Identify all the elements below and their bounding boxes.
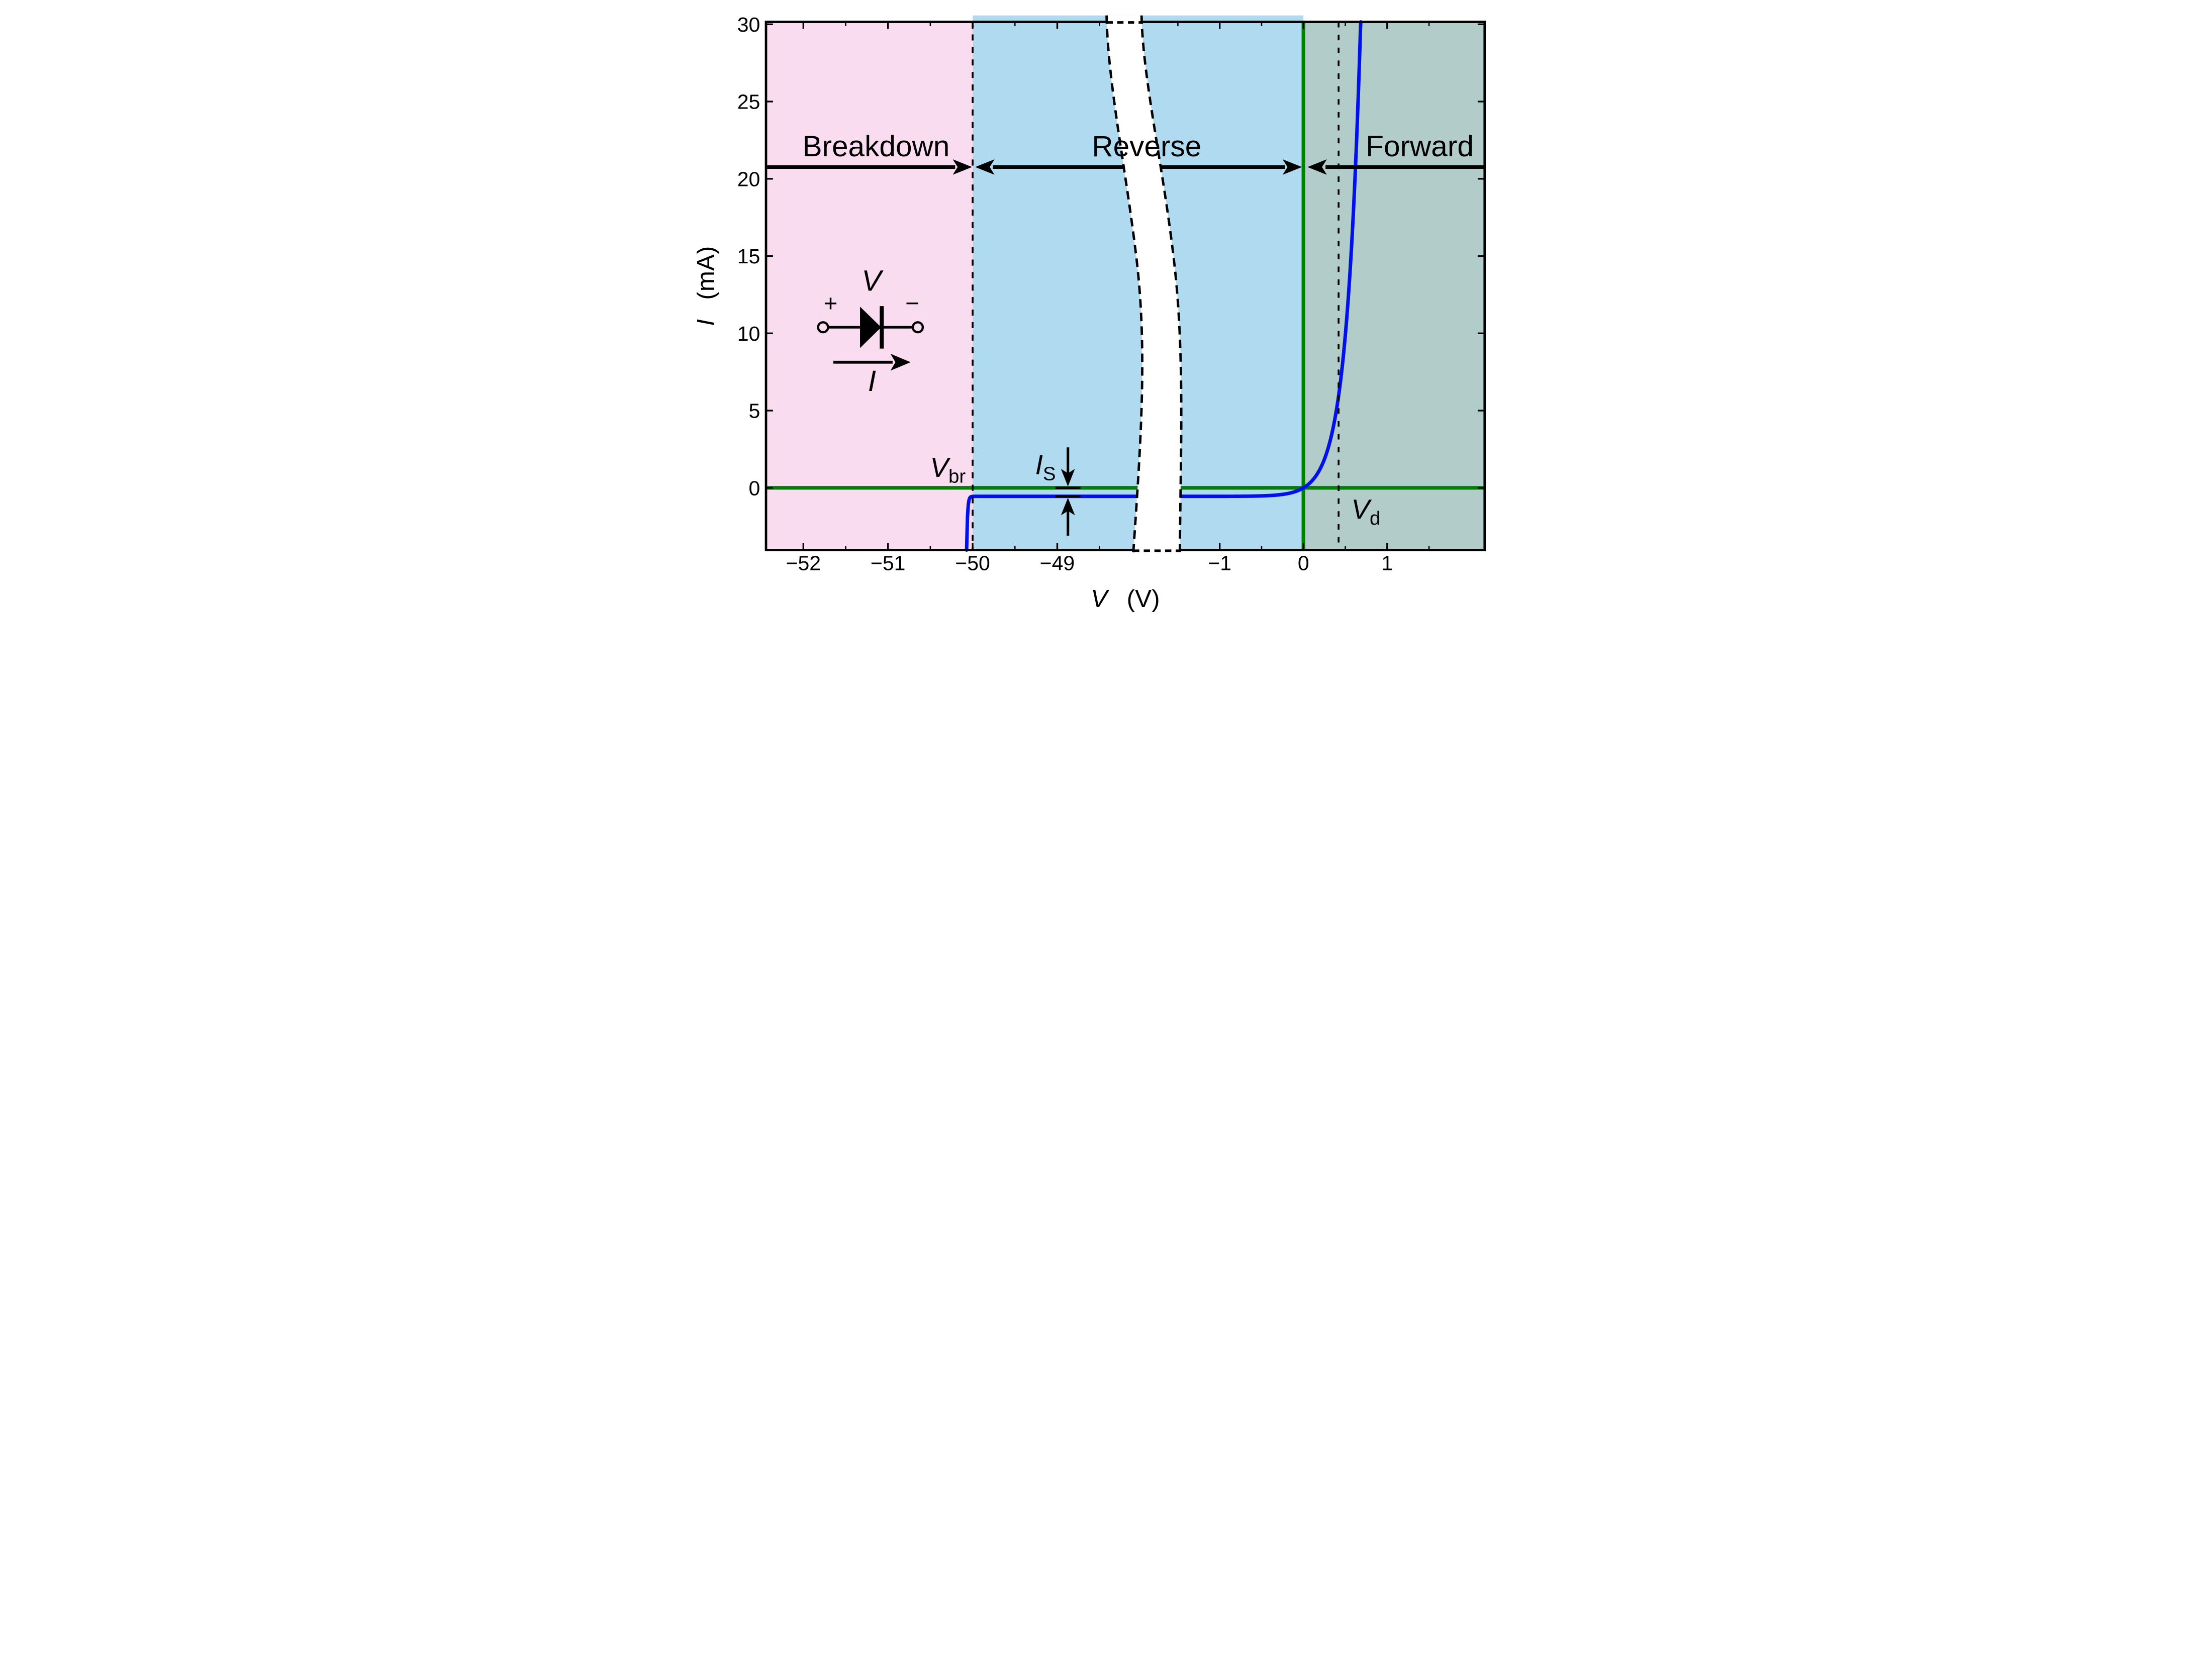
axis-break-band: [1105, 15, 1183, 556]
region-label-forward: Forward: [1366, 130, 1474, 163]
y-tick-label: 20: [737, 167, 760, 190]
y-tick-label: 30: [737, 13, 760, 36]
i-s-label: IS: [1035, 449, 1056, 485]
v-d-label: Vd: [1351, 493, 1380, 529]
diode-voltage-label: V: [862, 265, 884, 298]
breakdown-extent-arrow: [767, 159, 972, 175]
x-tick-label: 0: [1297, 552, 1309, 575]
x-tick-label: −52: [786, 552, 821, 575]
region-forward: [1303, 22, 1485, 550]
x-tick-label: −49: [1039, 552, 1075, 575]
y-axis-title: I (mA): [697, 246, 720, 326]
x-tick-label: 1: [1381, 552, 1393, 575]
break-band-right-border: [1140, 15, 1183, 556]
y-tick-label: 0: [748, 476, 760, 500]
x-axis-title: V (V): [1091, 585, 1160, 613]
diode-current-label: I: [868, 365, 876, 398]
diode-symbol: V + − I: [816, 265, 924, 398]
diode-triangle-icon: [859, 307, 881, 348]
diode-plus-label: +: [823, 290, 837, 317]
y-tick-label: 15: [737, 245, 760, 268]
y-tick-label: 25: [737, 90, 760, 114]
v-br-label: Vbr: [930, 452, 966, 487]
i-s-gap-annotation: [1055, 447, 1081, 536]
region-label-breakdown: Breakdown: [802, 130, 949, 163]
diode-minus-label: −: [905, 290, 919, 317]
region-label-reverse: Reverse: [1092, 130, 1201, 163]
region-breakdown: [766, 22, 973, 550]
x-tick-label: −50: [955, 552, 990, 575]
x-tick-label: −51: [870, 552, 905, 575]
forward-extent-arrow: [1307, 159, 1485, 175]
y-tick-label: 5: [748, 400, 760, 423]
y-tick-label: 10: [737, 322, 760, 345]
x-tick-label: −1: [1208, 552, 1231, 575]
break-band-left-border: [1105, 15, 1143, 556]
